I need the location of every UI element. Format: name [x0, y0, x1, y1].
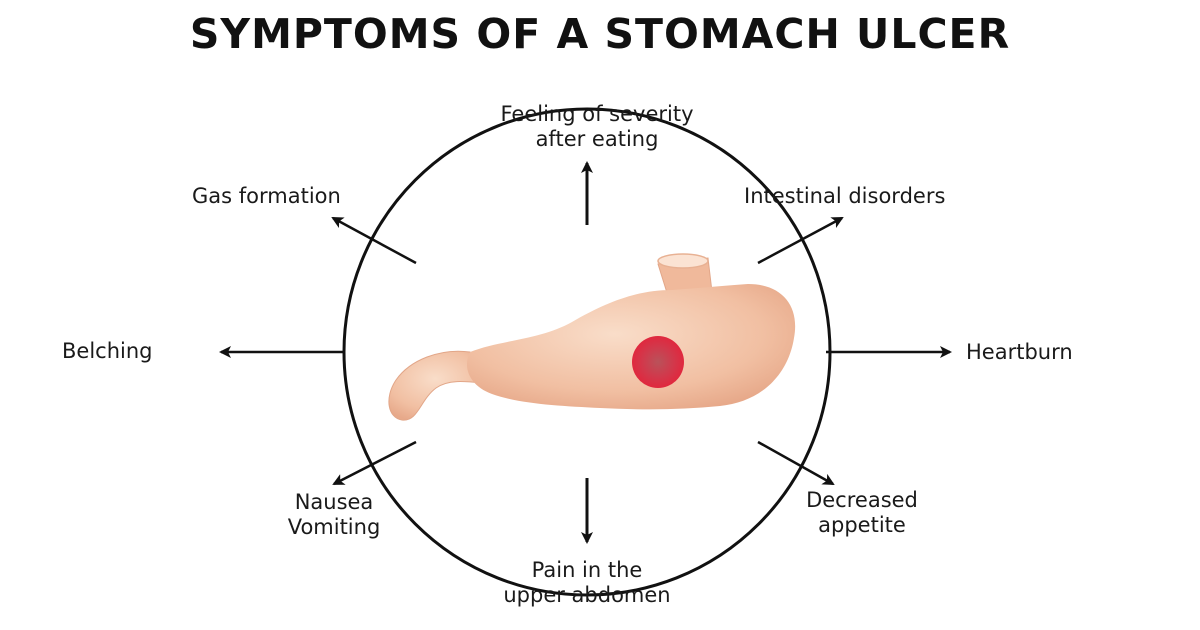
symptom-bottom-line1: Pain in the: [531, 558, 643, 582]
symptom-bottom-right: Decreased appetite: [762, 488, 962, 538]
symptom-top-right: Intestinal disorders: [744, 184, 946, 208]
symptom-bottom-left: Nausea Vomiting: [234, 490, 434, 540]
arrow-bottom-right: [757, 440, 835, 486]
symptom-top: Feeling of severity after eating: [442, 102, 752, 152]
symptom-left: Belching: [62, 339, 153, 363]
symptom-bottom-right-line1: Decreased: [806, 488, 918, 512]
symptom-bottom-left-line1: Nausea: [294, 490, 374, 514]
stomach-illustration: [388, 253, 796, 421]
symptom-top-line2: after eating: [535, 127, 659, 151]
arrow-bottom-left: [332, 440, 417, 486]
symptom-bottom-line2: upper abdomen: [503, 583, 671, 607]
symptom-bottom: Pain in the upper abdomen: [437, 558, 737, 608]
symptom-bottom-right-line2: appetite: [818, 513, 906, 537]
diagram-title: SYMPTOMS OF A STOMACH ULCER: [189, 10, 1011, 58]
symptom-right: Heartburn: [966, 340, 1073, 364]
symptom-top-left: Gas formation: [192, 184, 341, 208]
symptom-top-line1: Feeling of severity: [500, 102, 694, 126]
symptom-bottom-left-line2: Vomiting: [287, 515, 381, 539]
arrow-top-right: [757, 216, 844, 265]
ulcer-spot: [632, 336, 684, 388]
arrow-top-left: [331, 216, 417, 265]
